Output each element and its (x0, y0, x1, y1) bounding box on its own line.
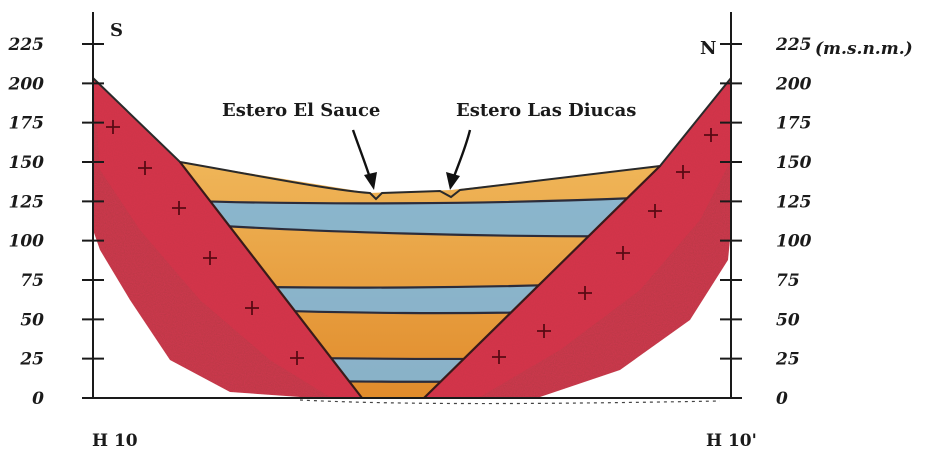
right-tick-label: 50 (776, 310, 800, 330)
right-tick-label: 175 (776, 114, 812, 134)
left-tick-label: 225 (8, 35, 45, 55)
arrow-el-sauce-icon (353, 130, 377, 190)
right-tick-label: 200 (775, 74, 812, 94)
direction-south-label: S (110, 20, 123, 41)
left-tick-label: 200 (8, 74, 45, 94)
left-tick-label: 100 (9, 232, 45, 252)
right-tick-label: 150 (776, 153, 812, 173)
section-point-right: H 10' (706, 431, 757, 451)
right-elevation-axis: 225 200 175 150 125 100 75 50 25 0 (720, 12, 812, 409)
left-tick-label: 125 (9, 192, 45, 212)
left-tick-label: 50 (20, 310, 44, 330)
direction-north-label: N (700, 38, 716, 59)
stream-label-el-sauce: Estero El Sauce (222, 100, 380, 121)
right-tick-label: 125 (776, 192, 812, 212)
stream-label-las-diucas: Estero Las Diucas (456, 100, 636, 121)
elevation-unit-label: (m.s.n.m.) (815, 39, 913, 59)
left-tick-label: 75 (20, 271, 44, 291)
left-tick-label: 150 (9, 153, 45, 173)
left-tick-label: 25 (19, 350, 44, 370)
section-point-left: H 10 (92, 431, 138, 451)
right-tick-label: 100 (776, 232, 812, 252)
left-elevation-axis: 225 200 175 150 125 100 75 50 25 0 (8, 12, 105, 409)
right-tick-label: 25 (775, 350, 800, 370)
left-tick-label: 175 (9, 114, 45, 134)
arrow-las-diucas-icon (446, 130, 470, 190)
right-tick-label: 75 (776, 271, 800, 291)
left-tick-label: 0 (32, 389, 44, 409)
right-tick-label: 0 (776, 389, 788, 409)
right-tick-label: 225 (775, 35, 812, 55)
